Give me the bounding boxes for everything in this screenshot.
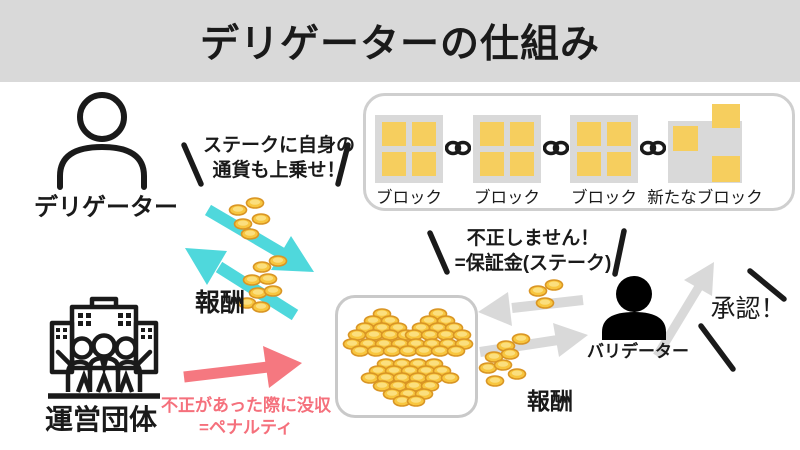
- block-label: 新たなブロック: [647, 189, 763, 207]
- block: [375, 115, 443, 183]
- stake-callout-line2: 通貨も上乗せ！: [212, 159, 346, 181]
- approval-label: 承認！: [710, 295, 786, 323]
- honesty-callout: 不正しません！ =保証金(ステーク): [443, 227, 623, 276]
- page-title: デリゲーターの仕組み: [199, 23, 600, 66]
- transaction-cell: [382, 122, 406, 146]
- coins-icon: [528, 279, 564, 309]
- stake-callout: ステークに自身の 通貨も上乗せ！: [203, 134, 355, 183]
- validator-reward-arrow-icon: [479, 323, 588, 357]
- coin-pile-icon: [342, 308, 474, 407]
- transaction-cell: [480, 152, 504, 176]
- stake-pool-panel: [335, 295, 478, 418]
- block: [570, 115, 638, 183]
- transaction-cell: [712, 156, 740, 182]
- penalty-note: 不正があった際に没収 =ペナルティ: [150, 395, 342, 439]
- block-label: ブロック: [474, 189, 540, 207]
- delegator-person-icon: [57, 92, 147, 190]
- transaction-cell: [480, 122, 504, 146]
- validator-person-icon: [602, 276, 666, 340]
- penalty-arrow-icon: [183, 346, 302, 388]
- transaction-cell: [577, 152, 601, 176]
- transaction-cell: [577, 122, 601, 146]
- transaction-cell: [712, 104, 740, 128]
- honesty-callout-line2: =保証金(ステーク): [454, 252, 612, 274]
- transaction-cell: [412, 152, 436, 176]
- validator-label: バリデーター: [587, 342, 689, 361]
- chain-link-icon: [640, 140, 666, 156]
- penalty-note-line2: =ペナルティ: [199, 418, 293, 438]
- transaction-cell: [510, 122, 534, 146]
- organization-label: 運営団体: [44, 404, 157, 435]
- stake-deposit-arrow-icon: [478, 292, 584, 326]
- honesty-callout-line1: 不正しません！: [466, 228, 600, 249]
- penalty-note-line1: 不正があった際に没収: [161, 396, 331, 415]
- coins-icon: [228, 197, 271, 240]
- chain-link-icon: [543, 140, 569, 156]
- transaction-cell: [382, 152, 406, 176]
- stake-arrow-icon: [204, 204, 314, 272]
- transaction-cell: [412, 122, 436, 146]
- block-label: ブロック: [376, 189, 442, 207]
- title-banner: デリゲーターの仕組み: [0, 0, 800, 82]
- transaction-cell: [607, 152, 631, 176]
- reward-left-label: 報酬: [194, 289, 245, 317]
- transaction-cell: [673, 126, 698, 151]
- emphasis-stroke-icon: [698, 323, 736, 372]
- reward-right-label: 報酬: [527, 388, 573, 414]
- delegator-label: デリゲーター: [34, 194, 178, 221]
- block: [473, 115, 541, 183]
- blockchain-panel: ブロック ブロック ブロック 新たなブロック: [363, 93, 795, 211]
- emphasis-stroke-icon: [181, 142, 204, 187]
- chain-link-icon: [445, 140, 471, 156]
- transaction-cell: [510, 152, 534, 176]
- transaction-cell: [607, 122, 631, 146]
- block-label: ブロック: [571, 189, 637, 207]
- organization-building-icon: [48, 296, 160, 399]
- stake-callout-line1: ステークに自身の: [203, 135, 356, 156]
- coins-icon: [478, 333, 531, 387]
